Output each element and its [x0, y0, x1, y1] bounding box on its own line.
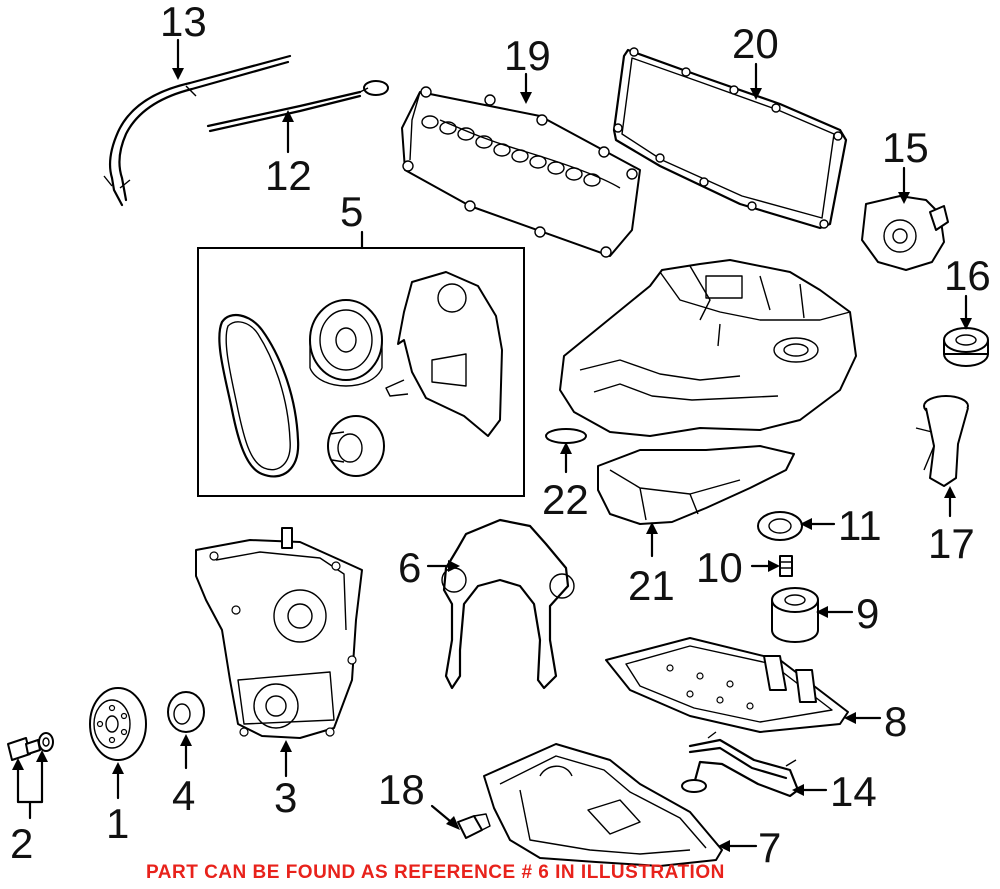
timing-cover-gasket-part	[441, 518, 575, 690]
water-pump-housing-part	[861, 195, 949, 271]
windage-tray-part	[605, 637, 849, 733]
callout-21: 21	[628, 562, 675, 609]
crank-sprocket-part	[327, 415, 385, 477]
front-crank-seal-part	[167, 691, 205, 733]
intake-manifold-part	[559, 259, 857, 437]
callout-5: 5	[340, 188, 363, 235]
timing-kit-box	[197, 247, 525, 497]
callout-4: 4	[172, 772, 195, 819]
callout-20: 20	[732, 20, 779, 67]
filter-adapter-seal-part	[757, 511, 803, 541]
callout-22: 22	[542, 476, 589, 523]
drain-plug-part	[457, 813, 491, 839]
callout-1: 1	[106, 800, 129, 847]
reference-notice: PART CAN BE FOUND AS REFERENCE # 6 IN IL…	[146, 862, 725, 883]
callout-11: 11	[838, 502, 882, 549]
valve-cover-gasket-part	[612, 47, 848, 230]
cam-sprocket-part	[309, 299, 383, 387]
crank-bolt-part	[7, 732, 54, 761]
crank-pulley-part	[89, 687, 147, 761]
oil-pan-part	[483, 743, 723, 867]
callout-6: 6	[398, 544, 421, 591]
chain-guide-part	[385, 271, 503, 437]
callout-8: 8	[884, 698, 907, 745]
oil-filler-tube-part	[915, 395, 969, 487]
callout-15: 15	[882, 124, 929, 171]
oil-pickup-tube-part	[681, 731, 800, 798]
filter-stud-part	[779, 555, 793, 577]
callout-9: 9	[856, 590, 879, 637]
callout-2: 2	[10, 820, 33, 867]
callout-10: 10	[696, 544, 743, 591]
leader-2	[16, 754, 44, 820]
callout-7: 7	[758, 824, 781, 871]
callout-17: 17	[928, 520, 975, 567]
oil-filler-cap-part	[943, 327, 989, 367]
intake-plenum-part	[597, 445, 795, 525]
callout-16: 16	[944, 252, 991, 299]
timing-cover-part	[195, 527, 363, 739]
dipstick-part	[206, 80, 389, 133]
callout-13: 13	[160, 0, 207, 45]
timing-chain-part	[218, 313, 300, 478]
callout-19: 19	[504, 32, 551, 79]
callout-12: 12	[265, 152, 312, 199]
callout-3: 3	[274, 774, 297, 821]
dipstick-tube-part	[103, 54, 292, 207]
oil-filter-part	[771, 587, 819, 643]
callout-14: 14	[830, 768, 877, 815]
callout-18: 18	[378, 766, 425, 813]
manifold-seal-part	[545, 428, 587, 444]
valve-cover-part	[401, 86, 641, 258]
